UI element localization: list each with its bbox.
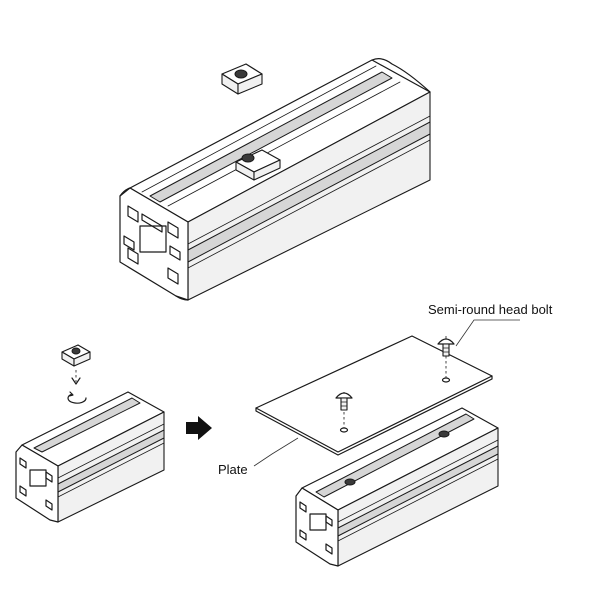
small-extrusion-profile [15, 391, 165, 523]
rotation-arrow-icon [67, 391, 87, 404]
semi-round-head-bolt-left [335, 392, 353, 428]
right-extrusion-profile [295, 407, 499, 567]
plate [255, 335, 493, 456]
t-nut-in-slot [235, 149, 281, 181]
down-arrow-icon [71, 370, 81, 385]
top-extrusion-profile [119, 58, 431, 301]
plate-leader-line [253, 437, 299, 467]
bolt-label: Semi-round head bolt [428, 302, 553, 317]
semi-round-head-bolt-right [437, 336, 455, 378]
t-nut-loose [221, 63, 263, 95]
plate-label: Plate [218, 462, 248, 477]
small-t-nut [61, 344, 91, 367]
right-arrow-icon [186, 416, 212, 440]
bolt-leader-line [455, 319, 520, 347]
